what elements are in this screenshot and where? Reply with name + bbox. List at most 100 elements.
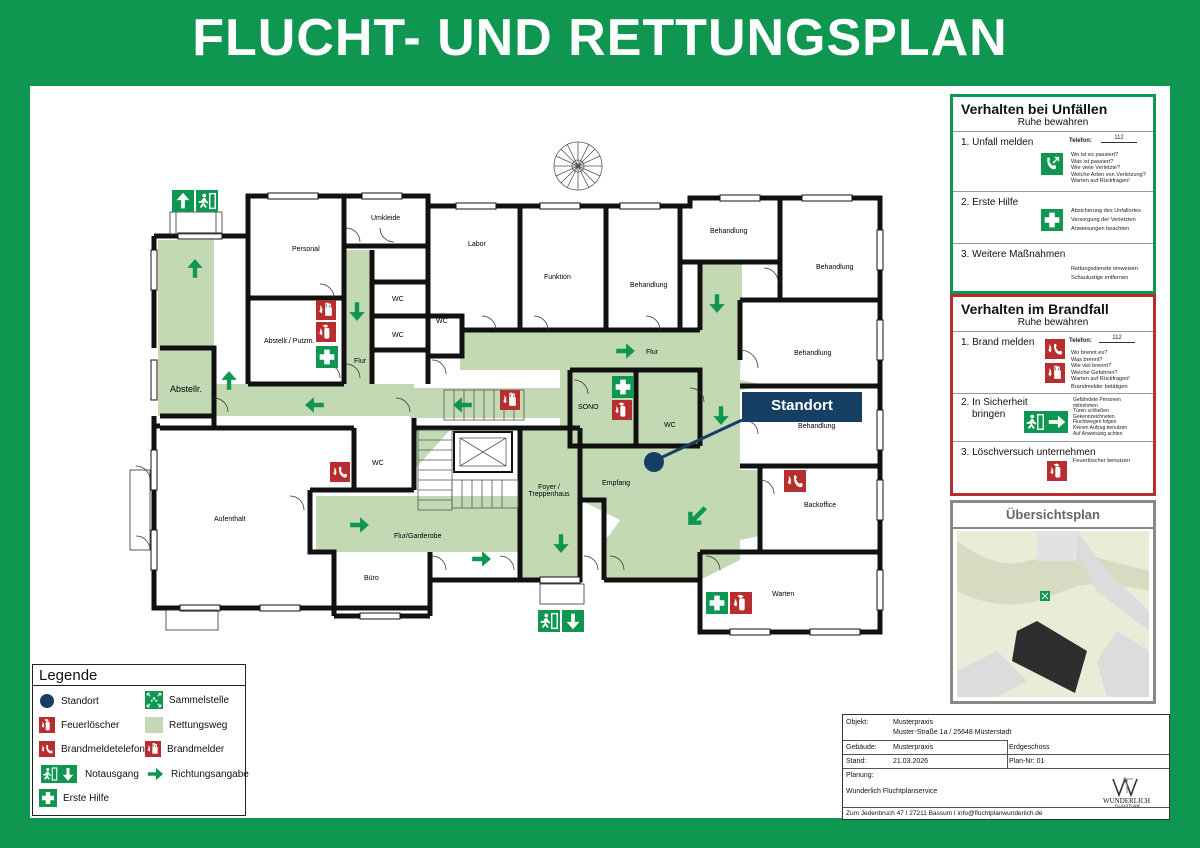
overview-header <box>953 503 1153 529</box>
windows <box>150 192 884 636</box>
text-line: Gekennzeichneten <box>1073 413 1115 420</box>
text-line: Keinen Aufzug benutzen <box>1073 424 1128 431</box>
legend-label: Brandmeldetelefon <box>61 743 145 755</box>
company-logo-subtext: FLUCHTPLÄNE <box>1115 804 1141 808</box>
room-label-flur-2: Flur <box>646 349 659 356</box>
room-label-aufenthalt: Aufenthalt <box>214 516 246 523</box>
accident-tel-label: Telefon: <box>1069 138 1092 144</box>
legend-item-notausgang: Notausgang <box>39 765 139 783</box>
location-dot-icon <box>40 694 54 708</box>
text-line: Warten auf Rückfragen! <box>1071 178 1130 185</box>
room-label-wc-1: WC <box>392 296 404 303</box>
fire-tel-number: 112 <box>1099 335 1135 343</box>
text-line: Was ist passiert? <box>1071 158 1114 165</box>
emergency-exit-icon <box>1024 411 1068 433</box>
planner-name: Wunderlich Fluchtplanservice <box>846 788 938 795</box>
legend-item-standort: Standort <box>39 693 99 709</box>
page-title: FLUCHT- UND RETTUNGSPLAN <box>192 9 1008 67</box>
text-line: Wie viele Verletzte? <box>1071 165 1121 172</box>
legend-title: Legende <box>39 667 98 684</box>
legend-label: Sammelstelle <box>169 694 230 706</box>
overview-title: Übersichtsplan <box>1006 507 1100 522</box>
room-label-wc-2: WC <box>392 332 404 339</box>
room-label-empfang: Empfang <box>602 480 631 487</box>
legend-label: Richtungsangabe <box>171 768 249 780</box>
text-line: mitnehmen <box>1073 402 1098 409</box>
accident-step-1-text: Wo ist es passiert? Was ist passiert? Wi… <box>1071 152 1146 185</box>
location-label: Standort <box>771 397 833 414</box>
room-label-flur-garderobe: Flur/Garderobe <box>394 533 442 540</box>
text-line: Anweisungen beachten <box>1071 226 1130 232</box>
text-line: Wo brennt es? <box>1071 350 1108 356</box>
overview-plan-panel: Übersichtsplan <box>950 500 1156 704</box>
floor-plan <box>129 141 884 636</box>
room-label-umkleide: Umkleide <box>371 215 401 222</box>
room-label-foyer: Foyer / Treppenhaus <box>528 484 570 498</box>
fire-phone-icon <box>1045 339 1065 359</box>
text-line: Gefährdete Personen <box>1073 397 1121 403</box>
legend-item-erste-hilfe: Erste Hilfe <box>39 789 109 807</box>
company-logo-text: WUNDERLICH <box>1103 797 1151 805</box>
room-label-behandlung-4: Behandlung <box>794 350 832 357</box>
building-name: Musterpraxis <box>893 744 934 751</box>
exit-landings <box>129 211 585 631</box>
text-line: Was brennt? <box>1071 356 1103 363</box>
room-label-abstellr: Abstellr. <box>170 384 203 394</box>
text-line: Türen schließen <box>1073 408 1109 415</box>
fire-step-1: 1. Brand melden <box>961 337 1035 348</box>
legend: Legende Standort Sammelstelle Feuerlösch… <box>32 664 249 816</box>
company-logo-icon <box>1112 776 1138 797</box>
first-aid-icon <box>39 789 57 807</box>
fire-step-3: 3. Löschversuch unternehmen <box>961 447 1096 458</box>
text-line: Wie viel brennt? <box>1071 363 1112 370</box>
room-label-wc-4: WC <box>664 422 676 429</box>
accident-step-2-text: Absicherung des Unfallortes Versorgung d… <box>1071 207 1141 234</box>
room-label-behandlung-3: Behandlung <box>816 264 854 271</box>
fire-step-2-text: Gefährdete Personen mitnehmen Türen schl… <box>1073 397 1128 437</box>
legend-label: Feuerlöscher <box>61 719 120 731</box>
room-label-warten: Warten <box>772 591 795 598</box>
legend-label: Rettungsweg <box>169 719 228 731</box>
room-label-abstellr-putzm: Abstellr./ Putzm. <box>264 338 315 345</box>
legend-label: Notausgang <box>85 768 139 780</box>
legend-label: Brandmelder <box>167 743 225 755</box>
location-marker <box>644 392 862 472</box>
room-label-wc-3: WC <box>436 318 448 325</box>
legend-item-feuerloescher: Feuerlöscher <box>39 717 119 733</box>
object-label: Objekt: <box>846 719 869 726</box>
fire-step-1-extra: Brandmelder betätigen <box>1071 384 1128 390</box>
date-value: 21.03.2026 <box>893 758 929 765</box>
legend-item-sammelstelle: Sammelstelle <box>145 691 229 709</box>
accident-step-3-text: Rettungsdienste einweisen Schaulustige e… <box>1071 265 1138 283</box>
legend-item-brandmelder: Brandmelder <box>145 741 224 757</box>
assembly-point-icon <box>145 691 163 709</box>
planner-contact: Zum Jedenbruch 47 I 27211 Bassum I info@… <box>846 810 1043 817</box>
plan-number: Plan-Nr: 01 <box>1009 758 1045 765</box>
room-label-flur-1: Flur <box>354 358 367 365</box>
accident-panel-title: Verhalten bei Unfällen <box>961 101 1108 117</box>
text-line: Welche Arten von Verletzung? <box>1071 171 1146 178</box>
legend-label: Standort <box>61 695 99 707</box>
accident-step-2: 2. Erste Hilfe <box>961 197 1019 208</box>
date-label: Stand: <box>846 758 867 765</box>
text-line: Fluchtwegen folgen <box>1073 419 1117 426</box>
fire-tel-label: Telefon: <box>1069 338 1092 344</box>
fire-step-1-text: Wo brennt es? Was brennt? Wie viel brenn… <box>1071 350 1130 383</box>
room-label-labor: Labor <box>468 241 486 248</box>
escape-route-swatch-icon <box>145 717 163 733</box>
fire-phone-icon <box>39 741 55 757</box>
title-block: Objekt: Musterpraxis Muster-Straße 1a / … <box>842 714 1170 820</box>
fire-alarm-icon <box>145 741 161 757</box>
room-label-funktion: Funktion <box>544 274 571 281</box>
legend-item-brandmeldetelefon: Brandmeldetelefon <box>39 741 145 757</box>
fire-extinguisher-icon <box>39 717 55 733</box>
legend-item-rettungsweg: Rettungsweg <box>145 717 227 733</box>
planner-label: Planung: <box>846 772 874 779</box>
room-label-sono: SONO <box>578 404 599 411</box>
fire-panel-subtitle: Ruhe bewahren <box>1017 317 1089 328</box>
accident-step-1: 1. Unfall melden <box>961 137 1034 148</box>
legend-item-richtungsangabe: Richtungsangabe <box>145 765 249 783</box>
fire-step-3-text: Feuerlöscher benutzen <box>1073 458 1131 464</box>
overview-map <box>957 531 1149 697</box>
